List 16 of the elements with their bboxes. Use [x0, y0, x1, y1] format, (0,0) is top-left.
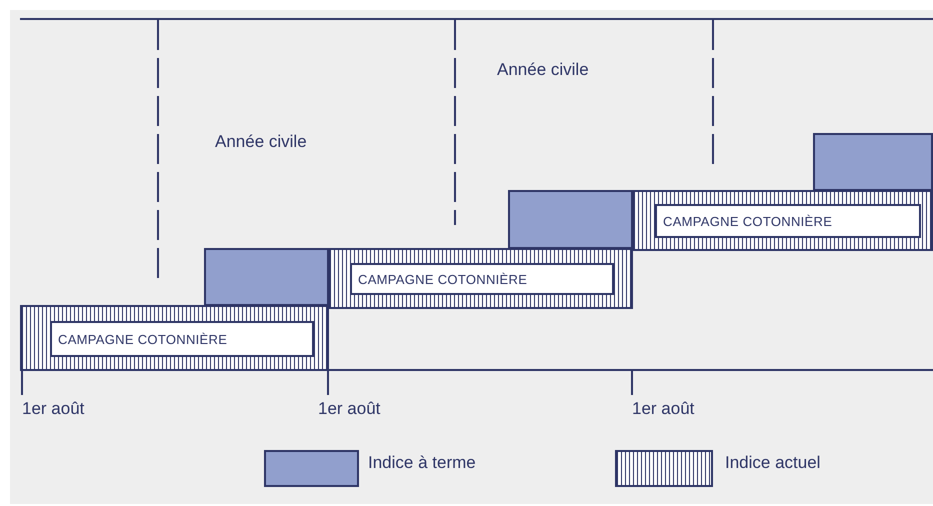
date-label: 1er août	[22, 399, 84, 419]
hatched-bar	[20, 305, 329, 371]
filled-bar	[204, 248, 329, 306]
bar-label: CAMPAGNE COTONNIÈRE	[655, 204, 921, 238]
legend-label: Indice à terme	[368, 453, 476, 473]
bar-label: CAMPAGNE COTONNIÈRE	[350, 263, 614, 295]
filled-bar	[813, 133, 933, 191]
period-label: Année civile	[215, 132, 307, 152]
hatched-bar	[328, 248, 633, 309]
legend-label: Indice actuel	[725, 453, 820, 473]
date-label: 1er août	[632, 399, 694, 419]
filled-bar	[508, 190, 633, 249]
bar-label: CAMPAGNE COTONNIÈRE	[50, 321, 314, 357]
hatched-bar	[632, 190, 933, 251]
period-label: Année civile	[497, 60, 589, 80]
date-label: 1er août	[318, 399, 380, 419]
